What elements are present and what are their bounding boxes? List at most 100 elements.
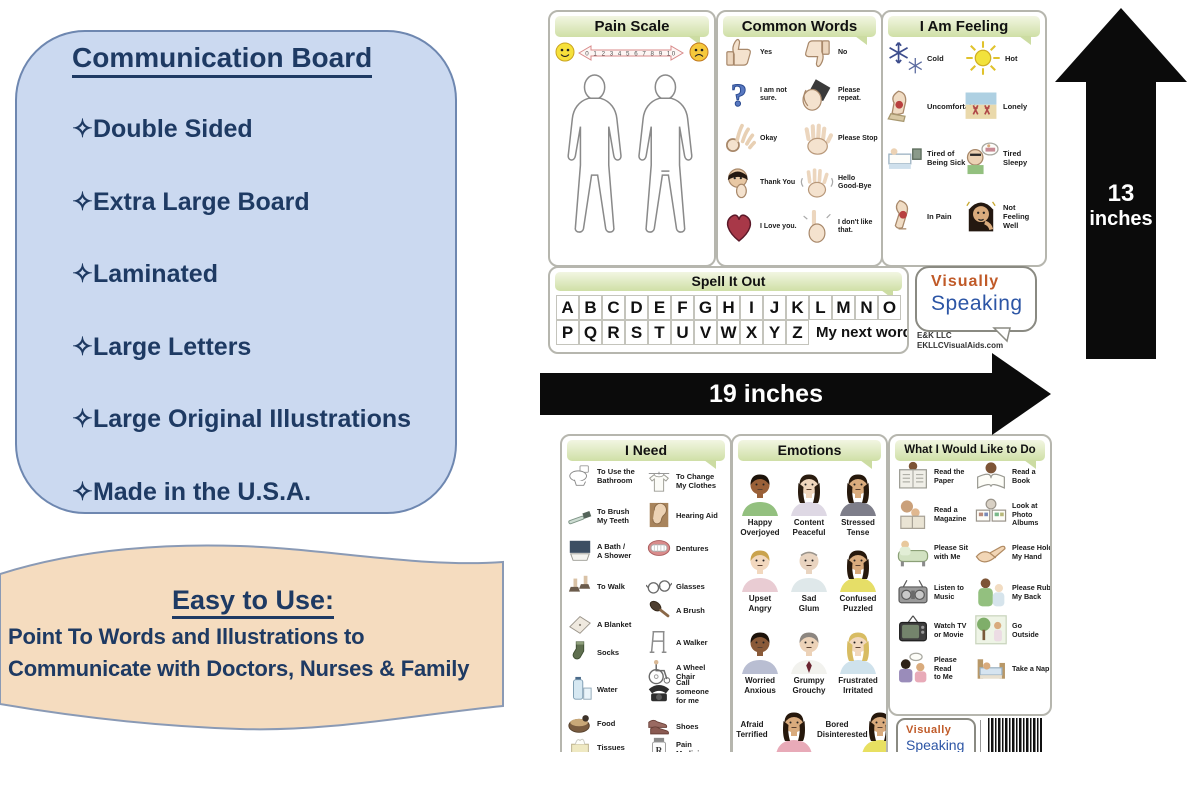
emotion-portrait [859, 708, 886, 752]
board-item-label: Please Sit with Me [934, 543, 968, 561]
ear-icon [646, 502, 672, 528]
letter-cell: W [717, 320, 740, 345]
logo-visually: Visually [931, 273, 1000, 290]
board-item-label: Tired Sleepy [1003, 149, 1028, 167]
toothbrush-icon [567, 503, 593, 529]
board-item: Read the Paper [896, 460, 978, 494]
would-like-header: What I Would Like to Do [895, 440, 1045, 469]
board-item: Listen to Music [896, 576, 978, 610]
board-item-label: Not Feeling Well [1003, 202, 1030, 230]
next-word-label: My next word [816, 324, 909, 341]
board-item-label: I am not sure. [760, 86, 787, 102]
board-item: Hearing Aid [646, 502, 724, 528]
board-item: In Pain [887, 198, 967, 234]
board-item: Water [567, 676, 645, 702]
board-item: Cold [887, 40, 967, 76]
board-item-label: Please Rub My Back [1012, 583, 1051, 601]
logo-website: EKLLCVisualAids.com [917, 341, 1004, 350]
hurt-foot-icon [887, 88, 923, 124]
board-item-label: Water [597, 684, 618, 694]
letter-cell: L [809, 295, 832, 320]
board-item: To Use the Bathroom [567, 463, 645, 489]
emotion-portrait [739, 470, 781, 521]
beach-chairs-icon [963, 88, 999, 124]
board-item-label: Please Stop [838, 134, 878, 142]
holding-hands-icon [974, 536, 1008, 570]
letter-cell: E [648, 295, 671, 320]
board-item-label: To Use the Bathroom [597, 467, 635, 485]
board-item-label: Cold [927, 53, 944, 63]
walker-icon [646, 629, 672, 655]
open-book-icon [974, 460, 1008, 494]
letter-cell: F [671, 295, 694, 320]
glasses-icon [645, 573, 673, 599]
feature-item: ✧Large Original Illustrations [72, 405, 412, 434]
feature-item: ✧Extra Large Board [72, 187, 310, 216]
board-item-label: Tissues [597, 742, 625, 752]
telephone-icon [646, 679, 672, 705]
pill-bottle-icon: R [646, 736, 672, 752]
knee-pain-icon [887, 198, 923, 234]
board-item-label: Read a Magazine [934, 505, 967, 523]
feature-item: ✧Double Sided [72, 115, 253, 143]
svg-text:0 1 2 3 4 5 6 7 8 9 10: 0 1 2 3 4 5 6 7 8 9 10 [585, 50, 677, 57]
letter-cell: X [740, 320, 763, 345]
height-arrow-number: 13 [1107, 180, 1135, 207]
visually-speaking-logo: Visually Speaking [915, 266, 1037, 332]
question-mark-icon: ? [722, 77, 756, 114]
board-item: A Wheel Chair [646, 659, 724, 685]
letter-cell: U [671, 320, 694, 345]
easy-to-use-title: Easy to Use: [118, 585, 388, 619]
snowflakes-icon [887, 40, 923, 76]
board-item: Lonely [963, 88, 1043, 124]
board-item-label: Hot [1005, 53, 1018, 63]
board-item-label: Take a Nap [1012, 663, 1050, 673]
board-item-label: A Blanket [597, 619, 632, 629]
pointing-finger-icon [800, 209, 834, 244]
thumbs-up-icon [722, 36, 756, 70]
emotions-header: Emotions [738, 440, 881, 469]
board-item: Socks [567, 639, 645, 665]
board-item-label: Uncomfortable [927, 101, 980, 111]
waving-hand-icon [800, 166, 834, 200]
stop-hand-icon [800, 122, 834, 156]
emotion-portrait [788, 546, 830, 597]
back-rub-icon [974, 576, 1008, 610]
wheelchair-icon [646, 659, 672, 685]
logo-visually-small: Visually [906, 724, 952, 736]
feature-item: ✧Laminated [72, 260, 218, 289]
letter-cell: Y [763, 320, 786, 345]
width-arrow-label: 19 inches [709, 380, 823, 408]
water-bottle-icon [567, 676, 593, 702]
board-item-label: Read the Paper [934, 467, 965, 485]
letter-cell: D [625, 295, 648, 320]
board-item: Tired Sleepy [963, 140, 1043, 176]
emotion-portrait [788, 470, 830, 521]
barcode [988, 718, 1042, 752]
logo-speaking-small: Speaking [906, 737, 965, 752]
toilet-icon [567, 463, 593, 489]
dentures-icon [646, 535, 672, 561]
board-item: Tired of Being Sick [887, 140, 967, 176]
board-item: Glasses [645, 573, 724, 599]
sad-face-icon [689, 42, 709, 67]
visually-speaking-logo-small: Visually Speaking [896, 718, 976, 752]
t-shirt-icon [646, 468, 672, 494]
letter-cell: I [740, 295, 763, 320]
body-outline-figures [560, 72, 702, 257]
thumbs-down-icon [800, 36, 834, 70]
letter-cell: V [694, 320, 717, 345]
letter-cell: Q [579, 320, 602, 345]
board-item: To Brush My Teeth [567, 503, 645, 529]
board-item-label: Glasses [676, 581, 705, 591]
board-item: Call someone for me [646, 678, 724, 705]
